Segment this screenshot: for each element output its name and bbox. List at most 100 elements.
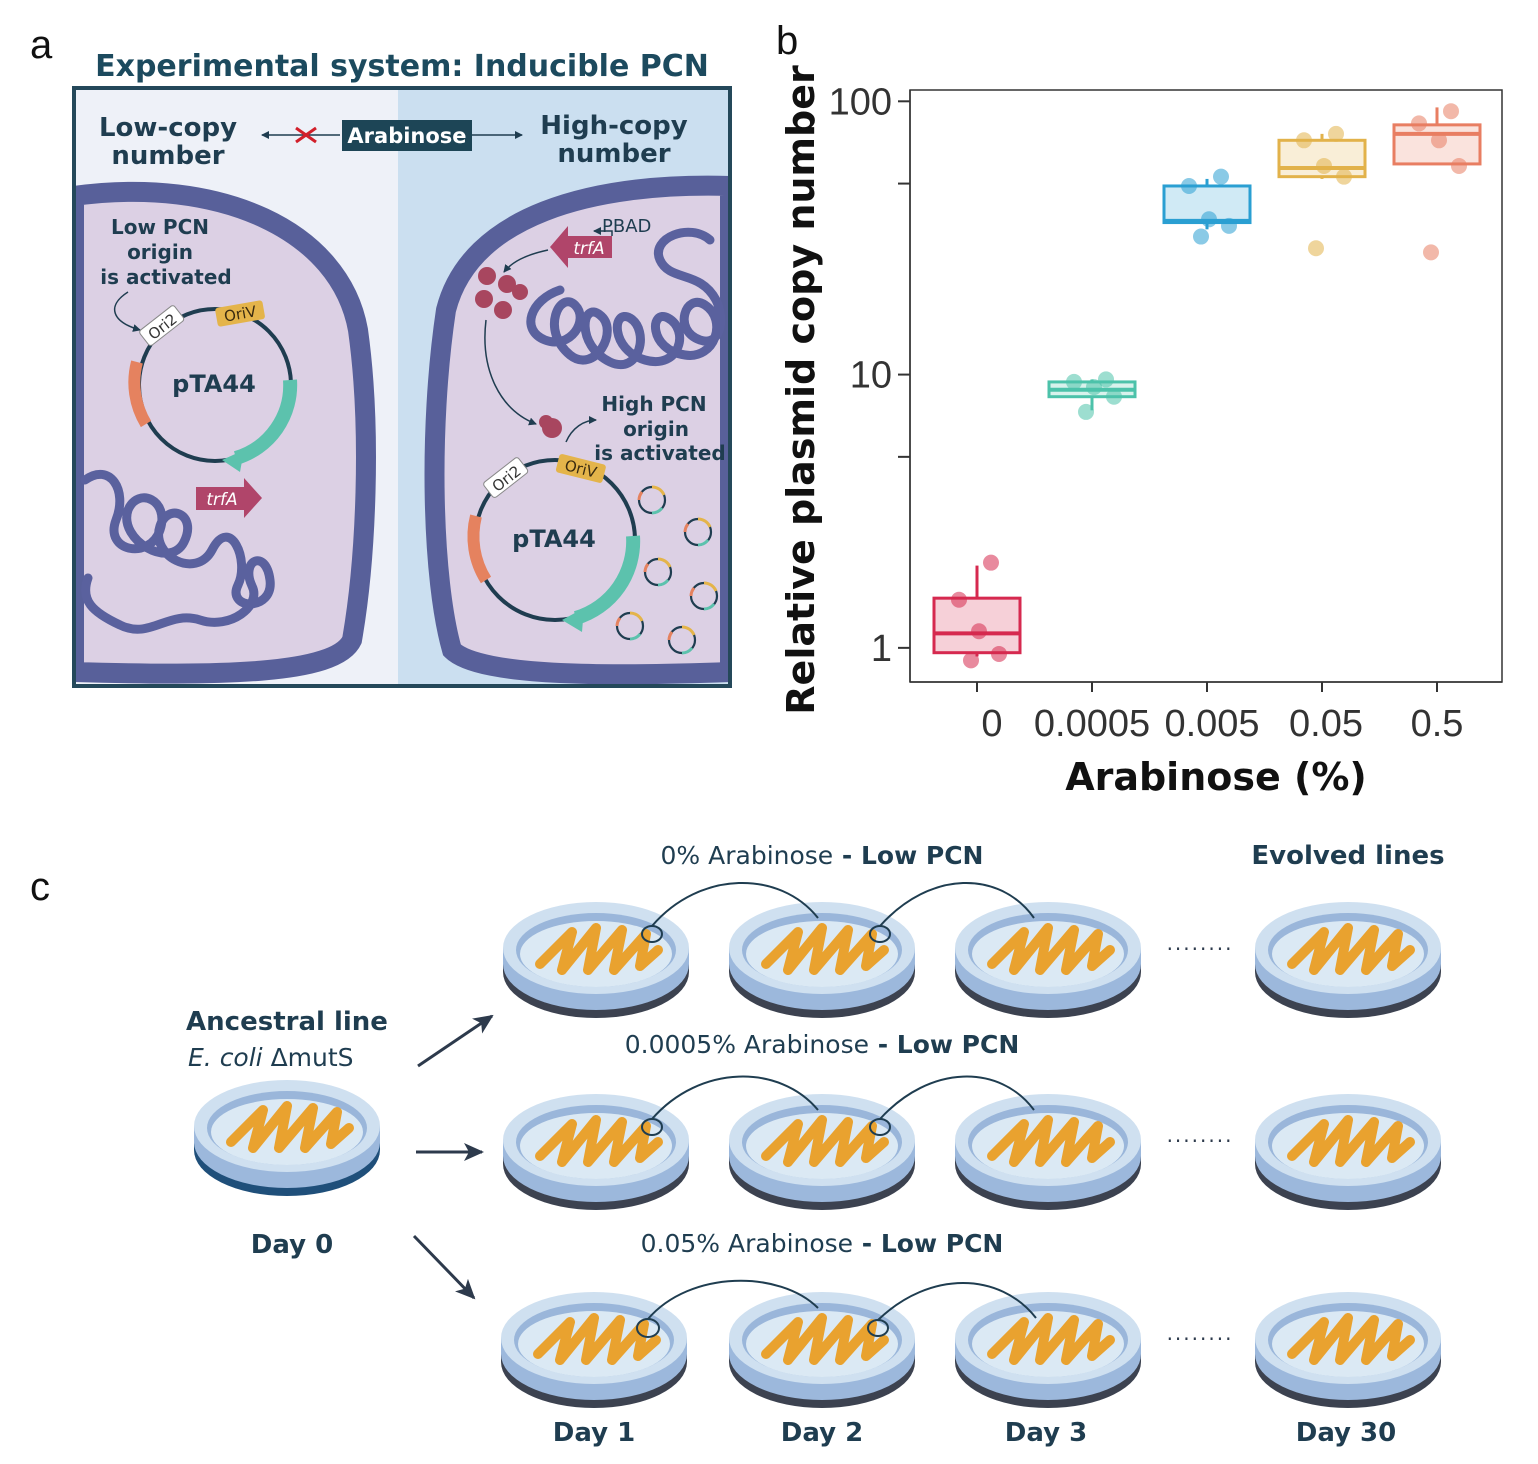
high-pcn-note-2: origin <box>623 417 689 441</box>
data-point <box>1411 115 1427 132</box>
trfA-label-left: trfA <box>206 490 237 510</box>
x-tick-label: 0 <box>981 703 1002 745</box>
row-2-condition: 0.0005% Arabinose - Low PCN <box>625 1030 1020 1059</box>
day-30-label: Day 30 <box>1296 1418 1397 1448</box>
data-point <box>1221 217 1237 234</box>
oriv-left: OriV <box>223 302 259 325</box>
row-3-condition: 0.05% Arabinose - Low PCN <box>641 1229 1004 1258</box>
x-tick-label: 0.005 <box>1164 703 1259 745</box>
branch-arrows <box>412 1014 494 1300</box>
data-point <box>1296 132 1312 149</box>
data-point <box>1086 379 1102 396</box>
row-1-day-1-dish <box>503 902 689 1018</box>
panel-a-title: Experimental system: Inducible PCN <box>95 49 709 84</box>
day-1-label: Day 1 <box>553 1418 635 1448</box>
day-0-label: Day 0 <box>251 1230 333 1260</box>
row-1-day-30-dish <box>1255 902 1441 1018</box>
row-3-day-30-dish <box>1255 1292 1441 1408</box>
row-2-day-1-dish <box>503 1094 689 1210</box>
low-copy-header-1: Low-copy <box>99 113 237 143</box>
data-point <box>983 554 999 571</box>
box-0 <box>932 554 1022 669</box>
row-3-day-2-dish <box>729 1292 915 1408</box>
data-point <box>1316 157 1332 174</box>
data-point <box>951 591 967 608</box>
arabinose-switch: Arabinose <box>261 120 523 151</box>
x-axis: 0 0.0005 0.005 0.05 0.5 <box>910 681 1502 745</box>
low-copy-header-2: number <box>111 141 224 171</box>
data-point <box>971 623 987 640</box>
data-point <box>1336 168 1352 185</box>
x-axis-title: Arabinose (%) <box>1065 755 1367 799</box>
y-tick-label: 10 <box>850 355 892 397</box>
pbad-label: PBAD <box>602 216 651 237</box>
arabinose-label: Arabinose <box>347 124 466 148</box>
data-point <box>1201 211 1217 228</box>
plasmid-left-name: pTA44 <box>172 370 256 398</box>
trfA-gene-left: trfA <box>196 478 262 518</box>
day-2-label: Day 2 <box>781 1418 863 1448</box>
ancestral-dish <box>194 1080 380 1196</box>
data-point <box>1193 228 1209 245</box>
data-point <box>963 652 979 669</box>
high-pcn-note-3: is activated <box>594 441 725 465</box>
data-point <box>991 645 1007 662</box>
data-point <box>1443 103 1459 120</box>
row-1-condition: 0% Arabinose - Low PCN <box>661 841 984 870</box>
block-cross-icon <box>295 126 317 144</box>
data-point <box>1451 157 1467 174</box>
row-3-dishes <box>501 1279 1441 1408</box>
high-copy-header-2: number <box>557 139 670 169</box>
evolved-lines-label: Evolved lines <box>1251 841 1444 871</box>
panel-a-frame <box>72 86 732 688</box>
box-0.05 <box>1277 125 1367 257</box>
pbad-promoter: PBAD <box>593 216 651 237</box>
data-point <box>1066 373 1082 390</box>
panel-a-label: a <box>30 23 53 67</box>
trfA-gene-right: trfA <box>550 226 612 268</box>
data-point <box>1078 403 1094 420</box>
row-3-ellipsis: ........ <box>1167 1321 1234 1345</box>
data-point <box>1181 177 1197 194</box>
data-point <box>1098 371 1114 388</box>
trfA-label-right: trfA <box>573 239 604 259</box>
boxplots <box>932 103 1482 669</box>
ancestral-line-title: Ancestral line <box>186 1007 388 1037</box>
plot-area <box>909 89 1503 683</box>
y-tick-label: 100 <box>829 81 892 123</box>
low-pcn-note-3: is activated <box>100 265 231 289</box>
data-point <box>1423 244 1439 261</box>
row-3-day-3-dish <box>955 1292 1141 1408</box>
ancestral-strain: E. coli ΔmutS <box>188 1043 354 1072</box>
row-2-day-3-dish <box>955 1094 1141 1210</box>
low-pcn-note-2: origin <box>127 240 193 264</box>
panel-b-label: b <box>776 19 798 63</box>
plasmid-right-name: pTA44 <box>512 525 596 553</box>
row-2-dishes <box>503 1075 1441 1210</box>
y-axis-title: Relative plasmid copy number <box>779 65 823 715</box>
high-pcn-note-1: High PCN <box>601 392 706 416</box>
box-0.005 <box>1162 168 1252 245</box>
trfA-proteins <box>475 267 562 438</box>
row-2-day-30-dish <box>1255 1094 1441 1210</box>
data-point <box>1328 125 1344 142</box>
x-tick-label: 0.05 <box>1289 703 1363 745</box>
x-tick-label: 0.5 <box>1411 703 1464 745</box>
row-1-dishes <box>503 881 1441 1018</box>
panel-c-label: c <box>30 865 50 909</box>
box-0.5 <box>1392 103 1482 261</box>
data-point <box>1308 240 1324 257</box>
data-point <box>1431 132 1447 149</box>
row-1-ellipsis: ........ <box>1167 931 1234 955</box>
plasmid-right: pTA44 Ori2 OriV <box>467 454 641 632</box>
row-2-ellipsis: ........ <box>1167 1123 1234 1147</box>
box-0.0005 <box>1047 371 1137 420</box>
row-1-day-3-dish <box>955 902 1141 1018</box>
x-tick-label: 0.0005 <box>1034 703 1150 745</box>
plasmid-left: pTA44 Ori2 OriV <box>128 300 298 472</box>
high-copy-header-1: High-copy <box>540 111 687 141</box>
data-point <box>1106 388 1122 405</box>
